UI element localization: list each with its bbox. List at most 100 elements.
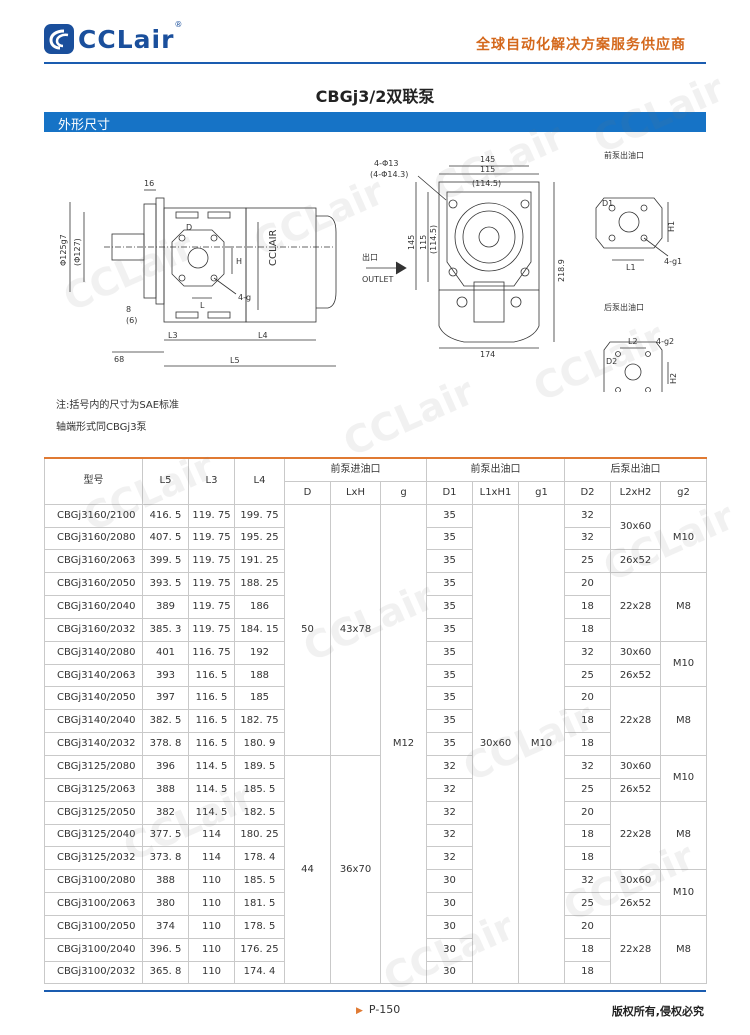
header-divider [44,62,706,64]
cell-D2: 25 [564,777,611,802]
cell-L3: 114. 5 [188,777,235,802]
page-number: ▶P-150 [356,1003,400,1016]
cell-L2xH2: 26x52 [610,663,661,688]
cell-L2xH2: 22x28 [610,914,661,985]
cell-model: CBGj3160/2050 [44,572,143,597]
cell-L4: 191. 25 [234,549,285,574]
cell-model: CBGj3100/2032 [44,960,143,985]
cell-g2: M8 [660,572,707,642]
dim-115: 115 [480,165,495,174]
table-row: CBGj3125/2080 396 114. 5 189. 5 44 36x70… [44,754,707,985]
cell-L5: 377. 5 [142,823,189,848]
cclair-logo: CCLair ® [44,20,182,54]
cell-L3: 114 [188,823,235,848]
cell-L5: 396 [142,754,189,779]
cell-L3: 114. 5 [188,800,235,825]
dim-218-9: 218.9 [557,259,566,282]
cell-L3: 119. 75 [188,503,235,528]
table-row: CBGj3100/2050 374 110 178. 5 30 20 22x28… [44,914,707,985]
cell-L4: 174. 4 [234,960,285,985]
dim-4g1: 4-g1 [664,257,682,266]
cell-L5: 388 [142,777,189,802]
cell-D1: 32 [426,846,473,871]
cell-g2: M8 [660,800,707,871]
cell-L3: 116. 5 [188,732,235,756]
cell-L2xH2: 22x28 [610,572,661,642]
cell-D1: 35 [426,617,473,642]
header-D1: D1 [426,480,473,505]
cell-D2: 18 [564,595,611,619]
cell-L5: 407. 5 [142,526,189,551]
cell-L2xH2: 26x52 [610,892,661,916]
cell-L5: 397 [142,686,189,711]
cell-L3: 114. 5 [188,754,235,779]
cell-D-group1: 50 [284,503,331,756]
section-title: 外形尺寸 [58,118,111,133]
cell-D2: 20 [564,572,611,597]
shaft-dia-sae: (Φ127) [73,238,82,266]
cell-L3: 119. 75 [188,617,235,642]
cell-D1: 35 [426,572,473,597]
cell-L5: 393 [142,663,189,688]
dim-145-v: 145 [407,235,416,250]
dim-L4: L4 [258,331,268,340]
logo-text: CCLair [78,24,175,54]
cell-L2xH2: 22x28 [610,800,661,871]
cell-model: CBGj3140/2080 [44,640,143,665]
cell-L3: 116. 75 [188,640,235,665]
header-front-inlet: 前泵进油口 [284,456,427,482]
cell-D2: 18 [564,617,611,642]
header-L2xH2: L2xH2 [610,480,661,505]
header-L3: L3 [188,456,235,505]
dim-H: H [236,257,242,266]
cell-D2: 25 [564,549,611,574]
cell-L4: 195. 25 [234,526,285,551]
triangle-icon: ▶ [356,1006,363,1016]
note-shaft: 轴端形式同CBGj3泵 [56,422,147,433]
cell-L3: 116. 5 [188,709,235,734]
cell-model: CBGj3100/2050 [44,914,143,939]
cell-D1: 35 [426,503,473,528]
table-row: CBGj3140/2080 401 116. 75 192 35 32 30x6… [44,640,707,688]
dim-L1: L1 [626,263,636,272]
cell-L5: 416. 5 [142,503,189,528]
cell-D-group2: 44 [284,754,331,985]
table-row: CBGj3100/2063 380 110 181. 5 30 25 26x52 [44,892,707,916]
cell-L5: 365. 8 [142,960,189,985]
cell-D2: 20 [564,914,611,939]
cell-L1xH1: 30x60 [472,503,519,985]
header-g2: g2 [660,480,707,505]
cell-L5: 388 [142,869,189,894]
cell-model: CBGj3100/2040 [44,937,143,962]
dim-115-v: 115 [419,235,428,250]
cell-model: CBGj3100/2080 [44,869,143,894]
cell-g2: M10 [660,869,707,916]
cell-D2: 18 [564,709,611,734]
cell-model: CBGj3125/2032 [44,846,143,871]
dim-114-5: (114.5) [472,179,501,188]
dim-174: 174 [480,350,495,359]
table-row: CBGj3125/2063 388 114. 5 185. 5 32 25 26… [44,777,707,802]
cell-L4: 182. 75 [234,709,285,734]
cell-L3: 110 [188,892,235,916]
cell-L2xH2: 30x60 [610,640,661,665]
cell-D1: 35 [426,663,473,688]
rear-outlet-title: 后泵出油口 [604,302,644,312]
cell-L5: 380 [142,892,189,916]
dim-D2: D2 [606,357,617,366]
cell-L3: 110 [188,869,235,894]
dim-L: L [200,301,205,310]
cell-L2xH2: 26x52 [610,777,661,802]
table-row: CBGj3140/2050 397 116. 5 185 35 20 22x28… [44,686,707,756]
cell-D1: 32 [426,800,473,825]
cell-model: CBGj3160/2063 [44,549,143,574]
dim-H2: H2 [669,373,678,384]
cell-L4: 176. 25 [234,937,285,962]
dim-L5: L5 [230,356,240,365]
cell-D2: 32 [564,869,611,894]
cell-D2: 20 [564,800,611,825]
cell-model: CBGj3160/2040 [44,595,143,619]
cell-L3: 110 [188,960,235,985]
dim-114-5-v: (114.5) [429,225,438,254]
shaft-dia: Φ125g7 [59,234,68,266]
